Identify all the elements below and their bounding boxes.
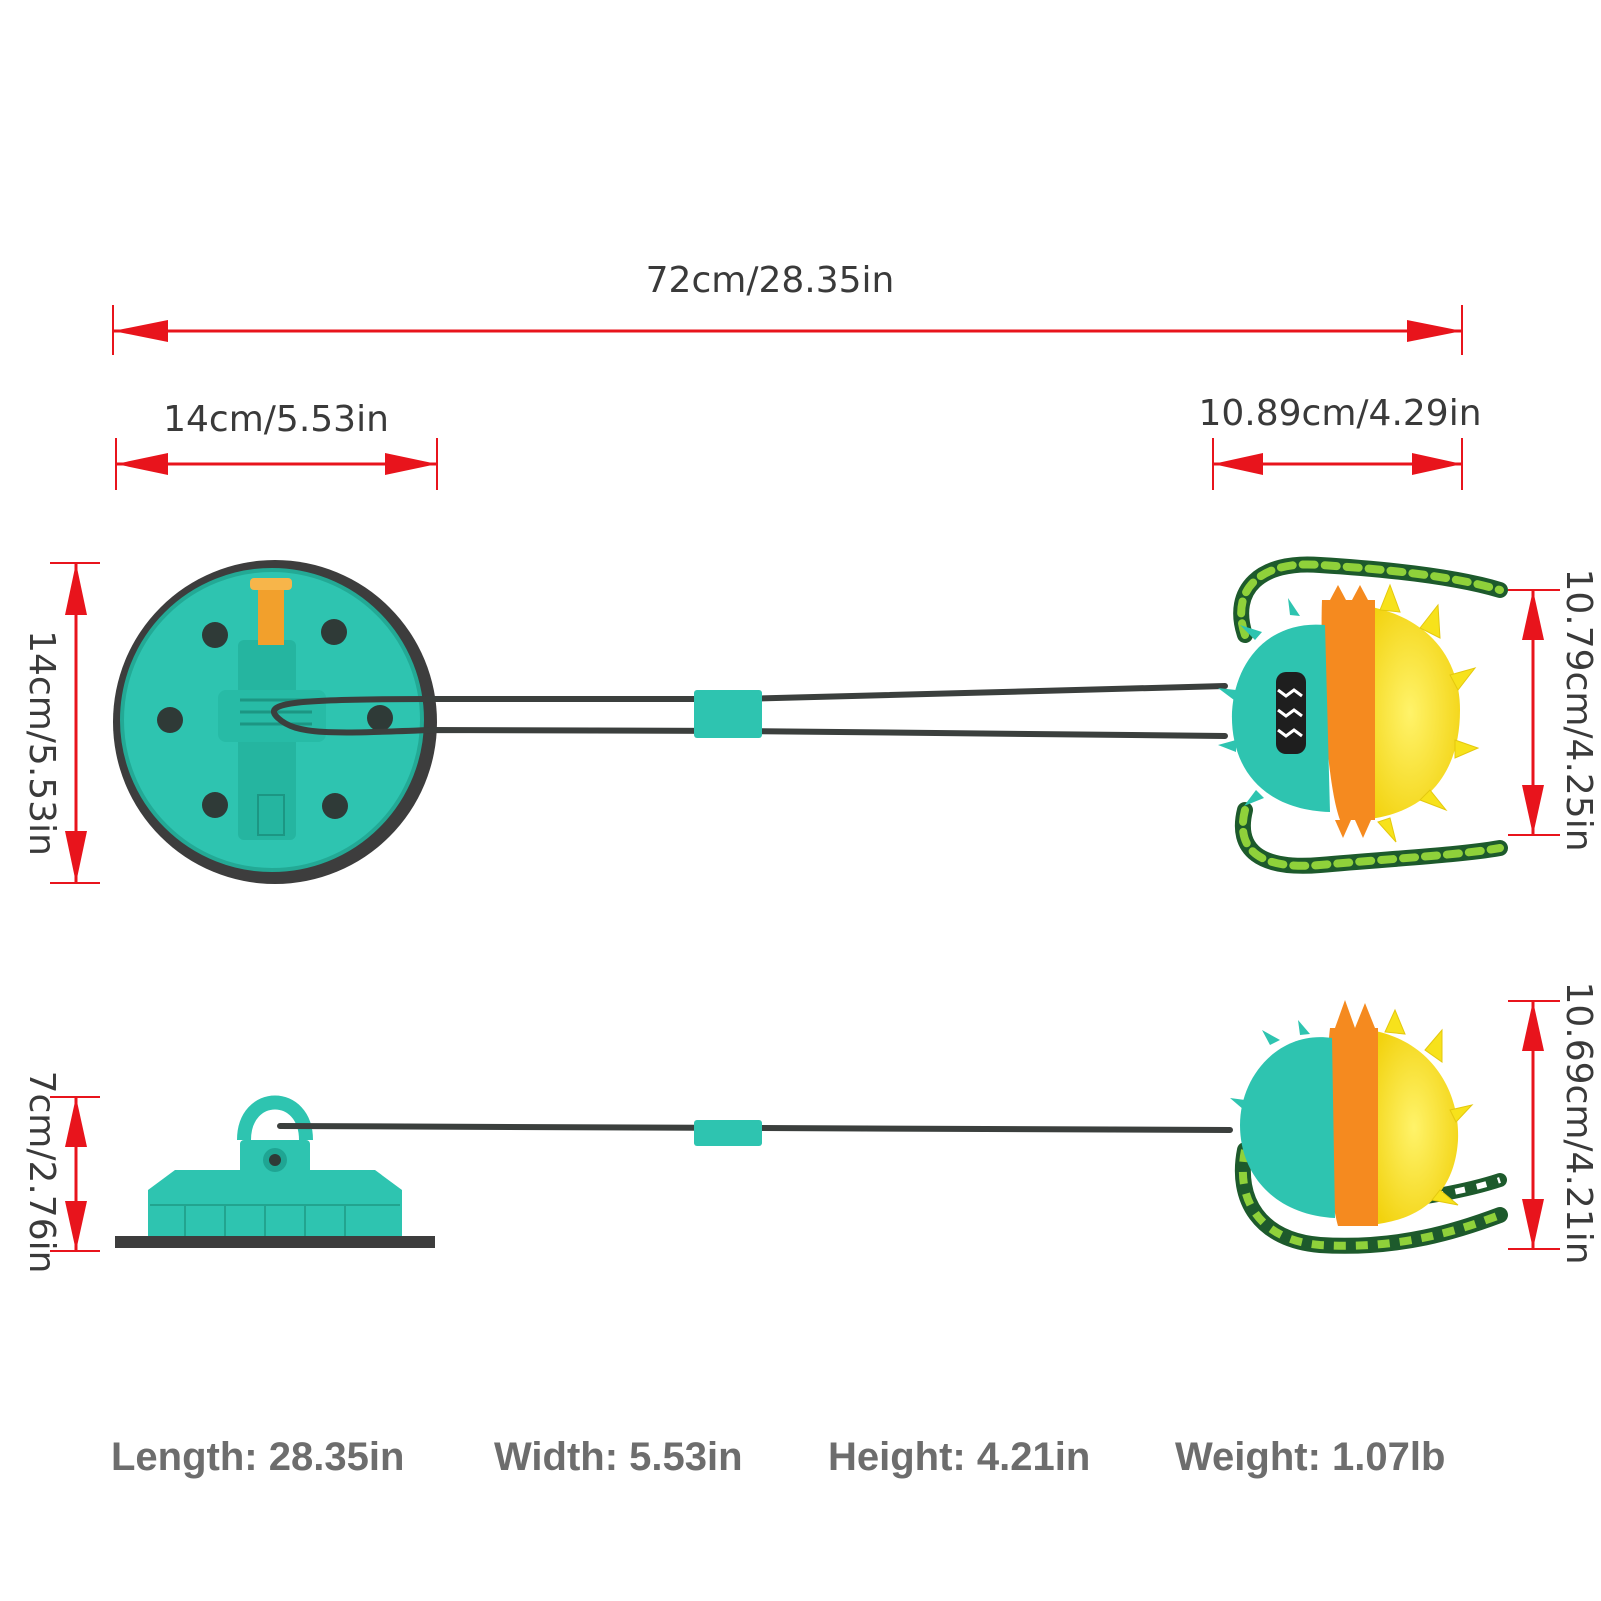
total-length-label: 72cm/28.35in: [646, 260, 895, 301]
bolt-icon: [157, 707, 183, 733]
spec-length: Length: 28.35in: [111, 1435, 404, 1479]
bolt-icon: [202, 792, 228, 818]
base-width-dimension: 14cm/5.53in: [115, 399, 438, 490]
base-width-label: 14cm/5.53in: [163, 399, 389, 440]
ball-yellow-section: [1360, 605, 1460, 820]
cord-clip: [694, 690, 762, 738]
spec-summary: Length: 28.35in Width: 5.53in Height: 4.…: [111, 1435, 1445, 1479]
bolt-icon: [367, 705, 393, 731]
cord-clip-side: [694, 1120, 762, 1146]
suction-rim: [115, 1236, 435, 1248]
chew-ball-side-view: [1230, 1000, 1508, 1254]
base-height-side-label: 14cm/5.53in: [21, 630, 62, 856]
release-valve-knob: [258, 585, 284, 645]
suction-base-side-view: [115, 1095, 435, 1248]
total-length-dimension: 72cm/28.35in: [112, 260, 1463, 355]
ball-height-bottom-label: 10.69cm/4.21in: [1558, 981, 1599, 1264]
ball-height-top-dimension: 10.79cm/4.25in: [1508, 568, 1599, 852]
ball-width-label: 10.89cm/4.29in: [1198, 393, 1481, 434]
spec-weight: Weight: 1.07lb: [1175, 1435, 1445, 1479]
base-height-bottom-dimension: 7cm/2.76in: [21, 1071, 100, 1274]
elastic-cord-top: [270, 683, 1228, 739]
bolt-icon: [202, 622, 228, 648]
base-height-bottom-label: 7cm/2.76in: [21, 1071, 62, 1274]
ball-width-dimension: 10.89cm/4.29in: [1198, 393, 1482, 490]
spec-width: Width: 5.53in: [494, 1435, 743, 1479]
spec-height: Height: 4.21in: [828, 1435, 1090, 1479]
ball-height-bottom-dimension: 10.69cm/4.21in: [1508, 981, 1599, 1265]
chew-ball-top-view: [1218, 556, 1508, 874]
arrow-right-icon: [1407, 320, 1462, 342]
bolt-icon: [321, 619, 347, 645]
base-handle-arch: [237, 1095, 313, 1141]
base-height-side-dimension: 14cm/5.53in: [21, 562, 100, 884]
suction-base-top-view: [113, 560, 437, 884]
arrow-left-icon: [113, 320, 168, 342]
bolt-icon: [322, 793, 348, 819]
ball-orange-ring: [1321, 600, 1375, 820]
ball-height-top-label: 10.79cm/4.25in: [1558, 568, 1599, 851]
